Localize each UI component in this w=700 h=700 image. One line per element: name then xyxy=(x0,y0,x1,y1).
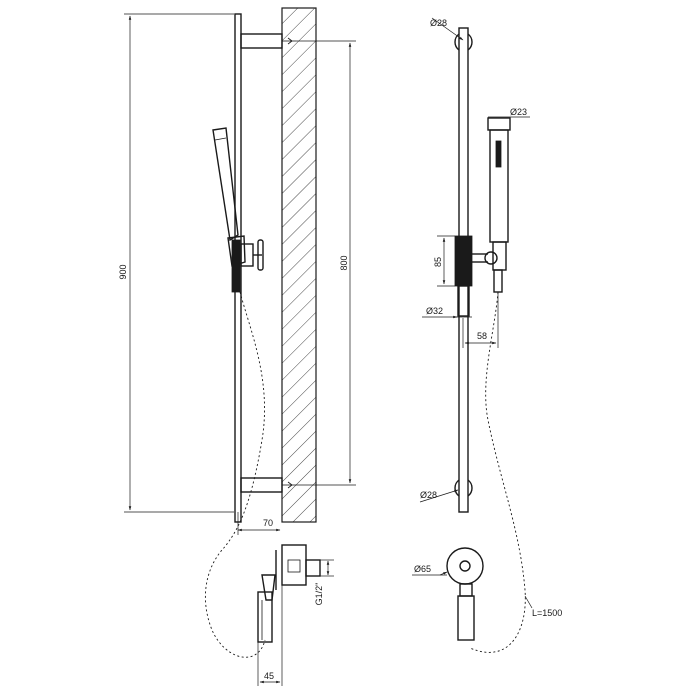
dim-900-label: 900 xyxy=(118,264,128,279)
front-spray-nozzles xyxy=(495,140,502,168)
front-wall-outlet xyxy=(446,547,484,641)
side-hose xyxy=(204,291,266,658)
front-slider xyxy=(454,235,473,287)
side-slider xyxy=(231,239,264,293)
dim-outlet: Ø65 xyxy=(412,564,448,576)
dim-900: 900 xyxy=(118,13,234,513)
front-hose xyxy=(469,291,526,653)
dim-handset: Ø23 xyxy=(488,107,530,118)
dim-handset-label: Ø23 xyxy=(510,107,527,117)
dim-70-label: 70 xyxy=(263,518,273,528)
dim-58: 58 xyxy=(462,292,499,348)
front-view: Ø28 Ø23 85 Ø32 58 xyxy=(412,17,562,653)
dim-70: 70 xyxy=(237,512,281,535)
side-top-bracket xyxy=(240,33,296,49)
dim-bar-label: Ø32 xyxy=(426,306,443,316)
side-bottom-bracket xyxy=(240,477,296,493)
dim-800-label: 800 xyxy=(339,255,349,270)
dim-thread: G1/2" xyxy=(314,559,334,606)
dim-58-label: 58 xyxy=(477,331,487,341)
dim-bracket-top: Ø28 xyxy=(430,17,464,41)
dim-hose-length-label: L=1500 xyxy=(532,608,562,618)
dim-bracket-bottom-label: Ø28 xyxy=(420,490,437,500)
side-view: 900 800 70 G1/2" 45 xyxy=(118,7,356,686)
dim-outlet-label: Ø65 xyxy=(414,564,431,574)
front-holder-arm xyxy=(472,251,498,265)
dim-bar: Ø32 xyxy=(422,306,472,319)
dim-bracket-top-label: Ø28 xyxy=(430,18,447,28)
dim-85: 85 xyxy=(433,235,455,287)
front-hand-shower xyxy=(487,117,511,293)
side-hand-shower xyxy=(212,127,246,267)
front-bottom-bracket xyxy=(454,479,460,497)
wall-section xyxy=(281,7,317,523)
side-wall-outlet xyxy=(257,544,321,643)
dim-thread-label: G1/2" xyxy=(314,583,324,606)
front-top-bracket xyxy=(454,33,460,51)
dim-85-label: 85 xyxy=(433,257,443,267)
dim-bracket-bottom: Ø28 xyxy=(419,489,459,503)
dim-hose-length: L=1500 xyxy=(524,595,562,618)
dim-45: 45 xyxy=(257,585,283,686)
dim-800: 800 xyxy=(296,40,356,486)
dim-45-label: 45 xyxy=(264,671,274,681)
